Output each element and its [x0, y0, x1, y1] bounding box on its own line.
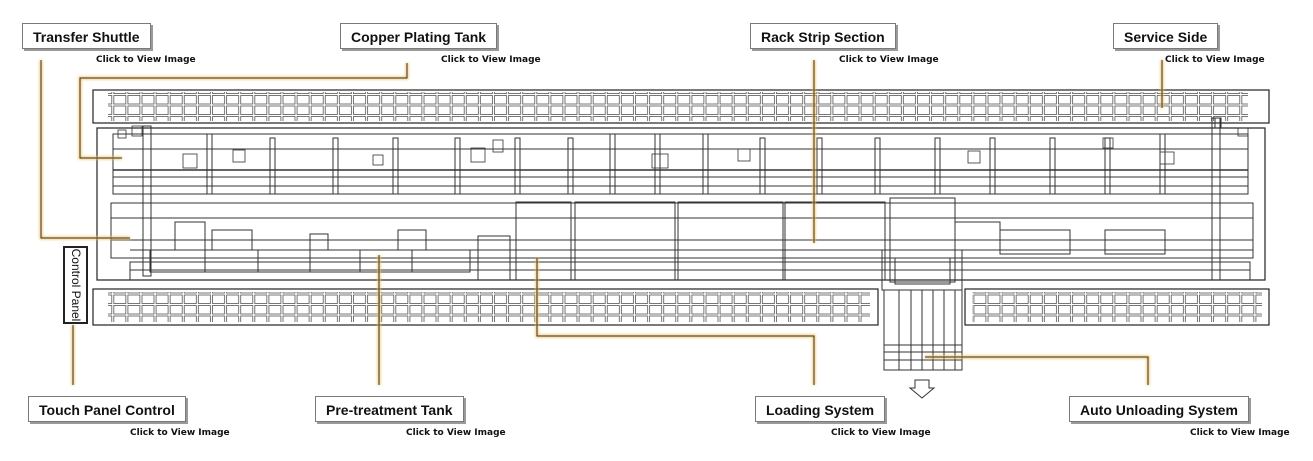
transfer-shuttle-view-link[interactable]: Click to View Image [96, 55, 196, 65]
copper-plating-tank-view-link[interactable]: Click to View Image [441, 55, 541, 65]
control-panel-box: Control Panel [63, 246, 88, 324]
bottom-grating-left [92, 288, 879, 326]
loading-system-button[interactable]: Loading System [755, 396, 886, 422]
pretreatment-tank-button[interactable]: Pre-treatment Tank [315, 396, 464, 422]
rack-strip-section-button[interactable]: Rack Strip Section [750, 23, 896, 49]
auto-unloading-system-button[interactable]: Auto Unloading System [1069, 396, 1249, 422]
leader-lines-core [40, 60, 1163, 385]
copper-plating-tank-button[interactable]: Copper Plating Tank [340, 23, 498, 49]
exit-arrow [908, 379, 936, 399]
clamp-details [117, 125, 1249, 169]
top-grating [92, 89, 1270, 124]
machine-frame [96, 127, 1266, 281]
pretreatment-tank-view-link[interactable]: Click to View Image [406, 428, 506, 438]
transfer-shuttle-button[interactable]: Transfer Shuttle [22, 23, 151, 49]
rack-posts [142, 117, 1222, 281]
lower-tanks [149, 197, 1166, 283]
auto-unloading-system-view-link[interactable]: Click to View Image [1190, 428, 1290, 438]
touch-panel-control-button[interactable]: Touch Panel Control [28, 396, 186, 422]
bottom-grating-right [964, 288, 1270, 326]
service-side-view-link[interactable]: Click to View Image [1165, 55, 1265, 65]
control-panel-text: Control Panel [68, 248, 83, 322]
service-side-button[interactable]: Service Side [1113, 23, 1219, 49]
loading-system-view-link[interactable]: Click to View Image [831, 428, 931, 438]
rack-strip-section-view-link[interactable]: Click to View Image [839, 55, 939, 65]
unloading-structure [881, 249, 963, 371]
touch-panel-control-view-link[interactable]: Click to View Image [130, 428, 230, 438]
